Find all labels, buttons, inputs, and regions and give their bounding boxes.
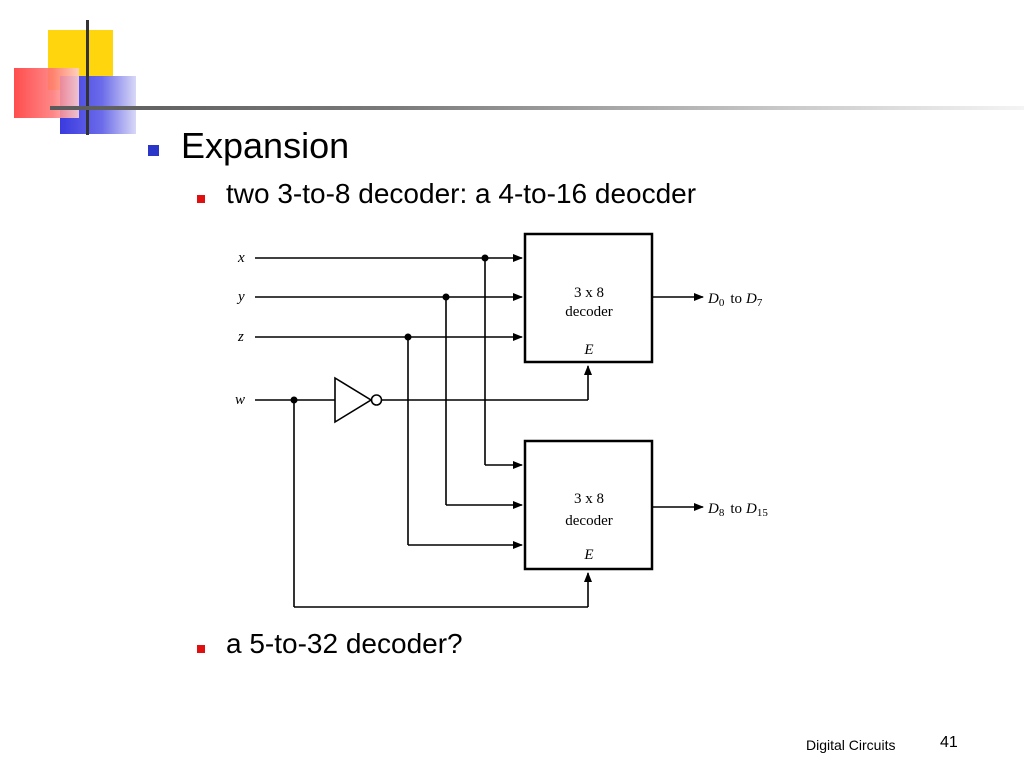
- junction-dot: [404, 333, 412, 341]
- inverter-bubble: [370, 394, 383, 406]
- output-sub-to: 15: [757, 507, 769, 519]
- bullet-square: [148, 145, 159, 156]
- output-sub-from: 0: [719, 297, 725, 309]
- junction-dot: [481, 254, 489, 262]
- output-d-to: D: [745, 291, 757, 307]
- deco-vertical-line: [86, 20, 89, 135]
- output-sub-to: 7: [757, 297, 763, 309]
- output-d-from: D: [707, 501, 719, 517]
- slide-heading: Expansion: [181, 125, 350, 166]
- junction-dot: [290, 396, 298, 404]
- output-to-word: to: [730, 501, 742, 517]
- decoder-subtitle: decoder: [565, 304, 612, 320]
- bullet-square: [197, 195, 205, 203]
- input-label-w: w: [235, 392, 245, 408]
- input-label-x: x: [237, 250, 245, 266]
- output-sub-from: 8: [719, 507, 725, 519]
- output-to-word: to: [730, 291, 742, 307]
- bullet-text: a 5-to-32 decoder?: [226, 628, 463, 659]
- decoder-box-bottom: [523, 439, 654, 571]
- title-rule: [50, 106, 1024, 110]
- page-number: 41: [940, 734, 958, 751]
- output-d-to: D: [745, 501, 757, 517]
- bullet-text: two 3-to-8 decoder: a 4-to-16 deocder: [226, 178, 697, 209]
- decoder-title: 3 x 8: [574, 491, 604, 507]
- inverter-gate: [334, 376, 373, 424]
- decoder-title: 3 x 8: [574, 285, 604, 301]
- enable-label: E: [583, 342, 593, 358]
- output-d-from: D: [707, 291, 719, 307]
- junction-dot: [442, 293, 450, 301]
- decoder-box-top: [523, 232, 654, 364]
- bullet-square: [197, 645, 205, 653]
- input-label-y: y: [236, 289, 245, 305]
- enable-label: E: [583, 547, 593, 563]
- decoder-subtitle: decoder: [565, 513, 612, 529]
- footer-label: Digital Circuits: [806, 737, 896, 753]
- input-label-z: z: [237, 329, 244, 345]
